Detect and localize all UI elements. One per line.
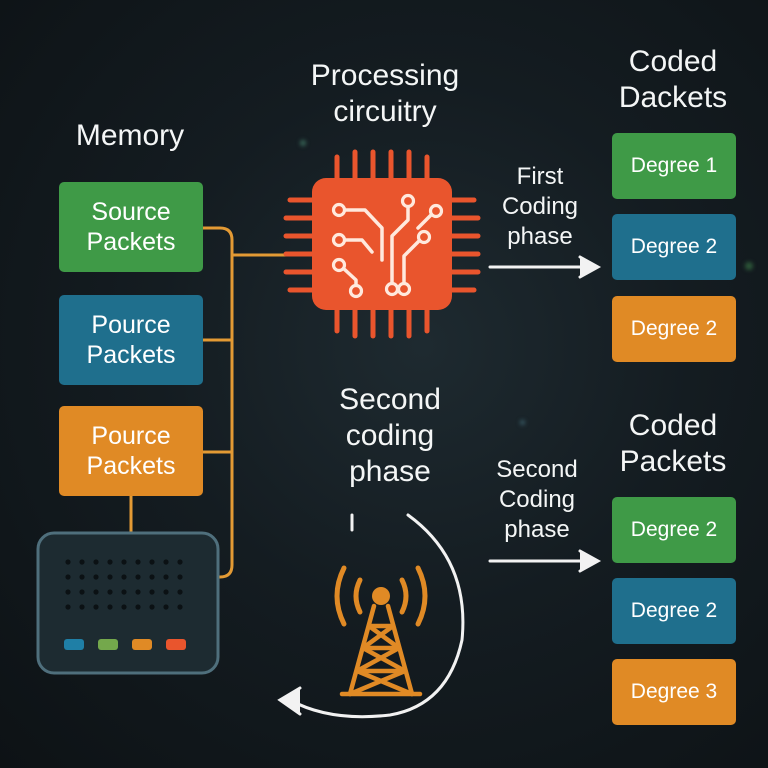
feedback-curve-arrow — [277, 513, 465, 719]
packet-line1: Pource — [91, 422, 171, 450]
coded-group-2-title-line2: Packets — [619, 445, 727, 478]
processor-title-line2: circuitry — [333, 95, 437, 128]
second-phase-title-line2: coding — [345, 419, 435, 452]
led-orange — [132, 639, 152, 650]
coded-group-1-title: Coded Dackets — [598, 44, 748, 116]
speaker-grille — [65, 559, 183, 610]
led-green — [98, 639, 118, 650]
coded-packet-degree-3: Degree 3 — [612, 659, 736, 725]
packet-line1: Source — [91, 198, 171, 226]
coded-group-1-title-line2: Dackets — [618, 81, 728, 114]
packet-line2: Packets — [86, 452, 176, 480]
first-arrow-line1: First — [516, 163, 564, 190]
second-phase-title-line3: phase — [349, 455, 431, 488]
coded-packet-degree-2: Degree 2 — [612, 578, 736, 644]
coded-packet-degree-1: Degree 1 — [612, 133, 736, 199]
processor-title: Processing circuitry — [280, 58, 490, 130]
coded-packet-degree-2: Degree 2 — [612, 296, 736, 362]
background-glow — [745, 262, 753, 270]
second-arrow-line3: phase — [504, 516, 570, 543]
first-arrow-line2: Coding — [501, 193, 579, 220]
second-coding-phase-label: Second Coding phase — [477, 455, 597, 545]
radio-tower-icon — [334, 565, 428, 697]
first-coding-phase-arrow — [488, 255, 602, 279]
processor-title-line1: Processing — [310, 59, 460, 92]
second-phase-title: Second coding phase — [300, 382, 480, 490]
led-red — [166, 639, 186, 650]
second-phase-title-line1: Second — [339, 383, 441, 416]
coded-group-2-title-line1: Coded — [628, 409, 718, 442]
background-glow — [520, 420, 525, 425]
second-coding-phase-arrow — [488, 549, 602, 573]
coded-packet-degree-2: Degree 2 — [612, 497, 736, 563]
background-glow — [300, 140, 306, 146]
second-arrow-line1: Second — [496, 456, 578, 483]
memory-title: Memory — [75, 119, 185, 152]
packet-line1: Pource — [91, 311, 171, 339]
coded-packet-degree-2: Degree 2 — [612, 214, 736, 280]
coded-group-1-title-line1: Coded — [628, 45, 718, 78]
circuit-chip-icon — [283, 149, 481, 339]
circuit-traces — [341, 203, 434, 290]
memory-bus-lines — [129, 226, 288, 579]
packet-line2: Packets — [86, 228, 176, 256]
second-arrow-line2: Coding — [498, 486, 576, 513]
router-device-icon — [36, 531, 220, 675]
bus-line — [203, 226, 234, 579]
first-arrow-line3: phase — [507, 223, 573, 250]
packet-line2: Packets — [86, 341, 176, 369]
led-blue — [64, 639, 84, 650]
coded-group-2-title: Coded Packets — [598, 408, 748, 480]
first-coding-phase-label: First Coding phase — [480, 162, 600, 252]
